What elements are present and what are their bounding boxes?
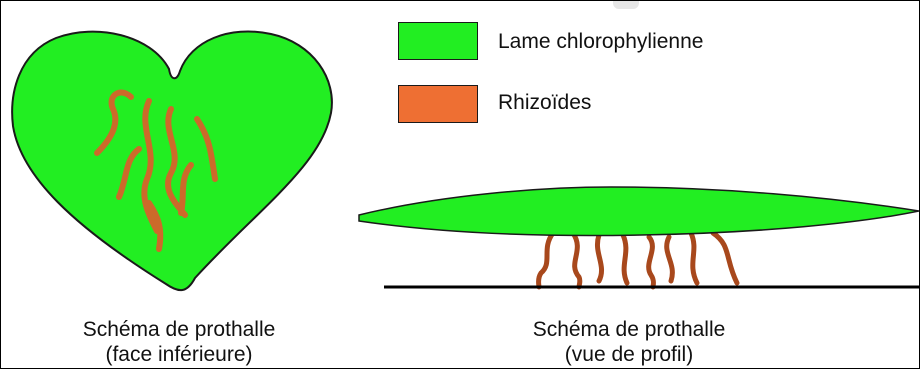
- profile-rhizoid: [623, 235, 627, 283]
- profile-rhizoid: [713, 233, 737, 283]
- profile-rhizoid: [667, 237, 673, 281]
- legend-orange-swatch-icon: [398, 85, 478, 123]
- profile-rhizoid: [573, 233, 580, 287]
- caption-profile-line2: (vue de profil): [499, 342, 759, 367]
- caption-face-view: Schéma de prothalle (face inférieure): [49, 317, 309, 367]
- profile-rhizoids: [539, 233, 738, 287]
- profile-rhizoid: [649, 237, 654, 287]
- profile-rhizoid: [539, 233, 554, 287]
- legend-lamina-label: Lame chlorophylienne: [498, 30, 703, 54]
- caption-profile-view: Schéma de prothalle (vue de profil): [499, 317, 759, 367]
- profile-lamina: [359, 187, 919, 235]
- legend-green-swatch-icon: [398, 22, 478, 60]
- caption-face-line1: Schéma de prothalle: [49, 317, 309, 342]
- profile-rhizoid: [691, 233, 697, 283]
- prothallus-face-view: [12, 32, 332, 291]
- caption-face-line2: (face inférieure): [49, 342, 309, 367]
- legend-rhizoid-label: Rhizoïdes: [498, 91, 591, 115]
- caption-profile-line1: Schéma de prothalle: [499, 317, 759, 342]
- prothallus-profile-view: [359, 187, 919, 287]
- profile-rhizoid: [597, 235, 601, 281]
